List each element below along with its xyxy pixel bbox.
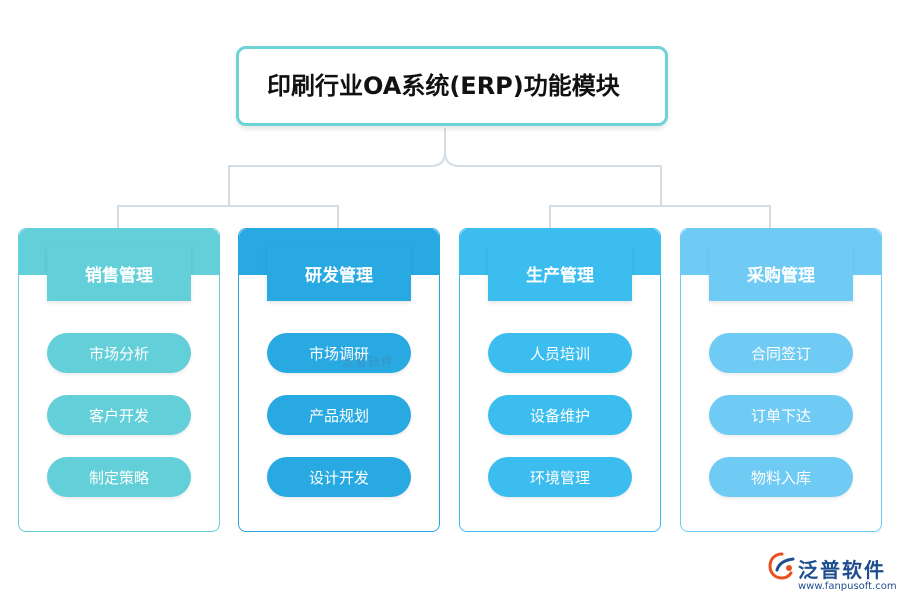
brand-logo: 泛普软件 www.fanpusoft.com [768, 552, 898, 596]
module-header-sales: 销售管理 [47, 245, 191, 301]
function-item-contract-signing: 合同签订 [709, 333, 853, 373]
function-item-material-storage: 物料入库 [709, 457, 853, 497]
function-item-market-research: 市场调研 [267, 333, 411, 373]
module-header-production: 生产管理 [488, 245, 632, 301]
function-item-product-planning: 产品规划 [267, 395, 411, 435]
function-item-equipment-maintenance: 设备维护 [488, 395, 632, 435]
module-column-rnd: 研发管理 市场调研 产品规划 设计开发 [238, 228, 440, 532]
module-header-purchasing: 采购管理 [709, 245, 853, 301]
function-item-strategy: 制定策略 [47, 457, 191, 497]
module-header-rnd: 研发管理 [267, 245, 411, 301]
function-item-environment-management: 环境管理 [488, 457, 632, 497]
function-item-market-analysis: 市场分析 [47, 333, 191, 373]
logo-url: www.fanpusoft.com [798, 581, 897, 592]
function-item-customer-development: 客户开发 [47, 395, 191, 435]
module-column-purchasing: 采购管理 合同签订 订单下达 物料入库 [680, 228, 882, 532]
title-box: 印刷行业OA系统(ERP)功能模块 [236, 46, 668, 126]
function-item-staff-training: 人员培训 [488, 333, 632, 373]
page-title: 印刷行业OA系统(ERP)功能模块 [267, 72, 620, 100]
module-column-production: 生产管理 人员培训 设备维护 环境管理 [459, 228, 661, 532]
watermark: 泛普软件 [342, 355, 395, 369]
fanpu-logo-icon [768, 552, 795, 580]
function-item-order-placement: 订单下达 [709, 395, 853, 435]
logo-name: 泛普软件 [798, 558, 886, 582]
module-column-sales: 销售管理 市场分析 客户开发 制定策略 [18, 228, 220, 532]
function-item-design-development: 设计开发 [267, 457, 411, 497]
